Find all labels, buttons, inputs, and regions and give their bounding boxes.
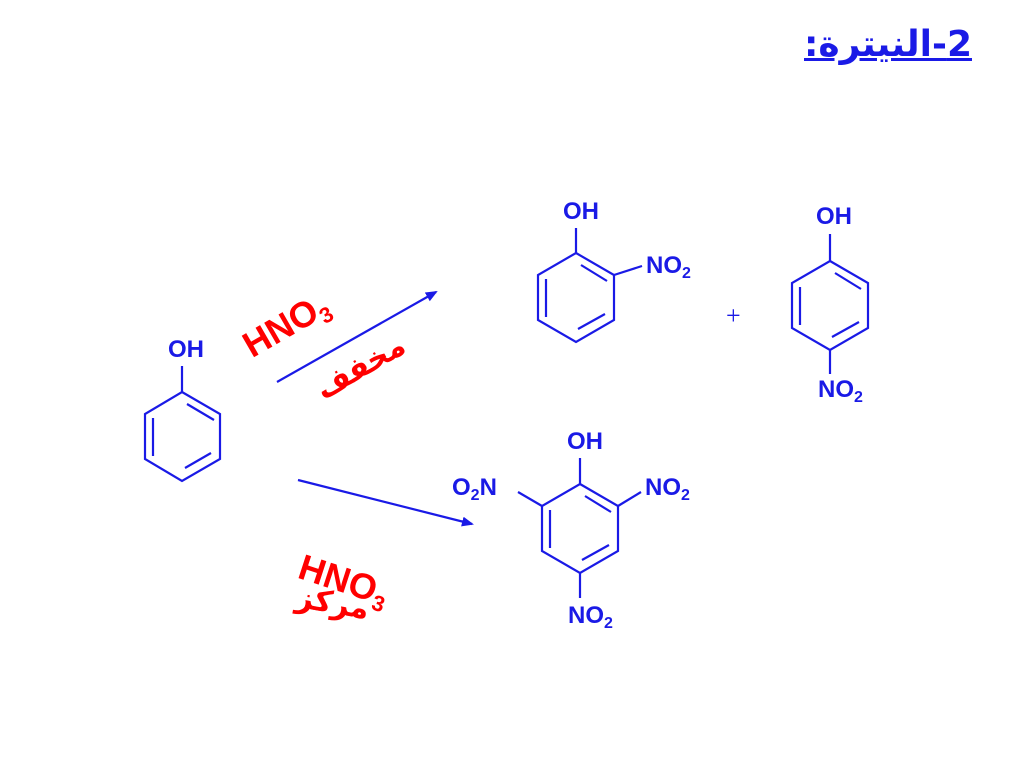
ortho-nitrophenol-oh-label: OH [563,198,599,225]
picric-acid-left-no2-bond [517,491,543,507]
slide-title: 2-النيترة: [804,24,972,65]
phenol-oh-label: OH [168,336,204,363]
picric-acid-oh-label: OH [567,428,603,455]
phenol-ring [143,390,222,483]
picric-acid-bottom-no2-label: NO2 [568,602,613,632]
picric-acid-right-no2-bond [617,491,642,507]
concentrated-reaction-arrow [297,478,474,527]
plus-sign: + [726,301,741,330]
dilute-reaction-arrow [276,291,438,383]
para-nitrophenol-oh-label: OH [816,203,852,230]
ortho-nitrophenol-ring [536,251,616,344]
ortho-nitrophenol-no2-label: NO2 [646,252,691,282]
picric-acid-ring [540,482,620,575]
picric-acid-left-no2-label: O2N [452,474,497,504]
para-nitrophenol-no2-label: NO2 [818,376,863,406]
picric-acid-right-no2-label: NO2 [645,474,690,504]
ortho-nitrophenol-no2-bond [613,264,643,277]
para-nitrophenol-ring [790,259,870,352]
